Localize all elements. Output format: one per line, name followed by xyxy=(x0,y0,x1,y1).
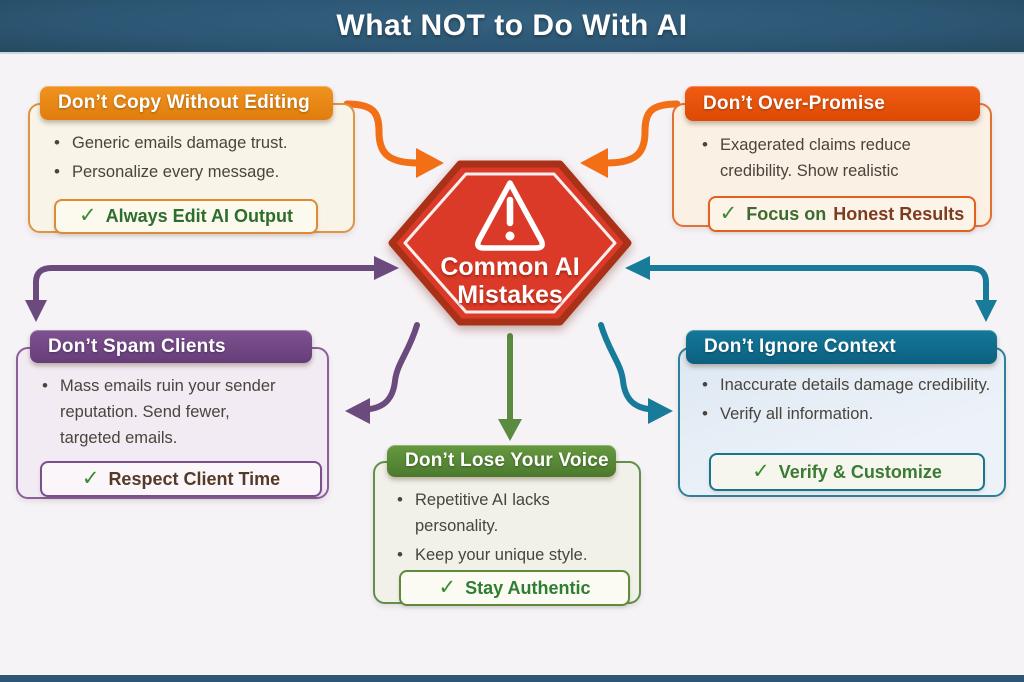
bullet-item: • Keep your unique style. xyxy=(397,542,635,568)
check-icon: ✓ xyxy=(79,204,97,227)
action-label: Stay Authentic xyxy=(465,577,591,598)
bullet-item: • Personalize every message. xyxy=(54,159,345,185)
card-title: Don’t Copy Without Editing xyxy=(58,92,310,113)
action-pill: ✓ Always Edit AI Output xyxy=(54,199,318,234)
check-icon: ✓ xyxy=(752,459,770,483)
check-icon: ✓ xyxy=(81,466,100,490)
arrowhead-spam-down-icon xyxy=(25,300,47,322)
card-header: Don’t Spam Clients xyxy=(30,330,312,363)
hexagon-graphic xyxy=(388,160,632,326)
card-header: Don’t Ignore Context xyxy=(686,330,997,364)
card-body: • Generic emails damage trust. • Personali… xyxy=(28,103,355,234)
warning-triangle-icon xyxy=(475,180,545,251)
bullet-icon: • xyxy=(397,545,403,565)
bullet-text: Inaccurate details damage credibility. xyxy=(720,376,991,394)
center-hexagon: Common AI Mistakes xyxy=(386,156,634,330)
card-body: • Exagerated claims reduce credibility. S… xyxy=(672,103,992,232)
bullet-icon: • xyxy=(397,490,403,509)
bullet-text: Verify all information. xyxy=(720,405,874,424)
bullet-item: • Mass emails ruin your sender reputation… xyxy=(42,373,292,451)
bullet-list: • Repetitive AI lacks personality. • Keep … xyxy=(375,463,639,568)
bullet-icon: • xyxy=(42,376,48,395)
bullet-list: • Exagerated claims reduce credibility. S… xyxy=(674,105,990,184)
action-pill: ✓ Focus on Honest Results xyxy=(708,196,976,232)
card-title: Don’t Ignore Context xyxy=(704,336,896,357)
card-title: Don’t Spam Clients xyxy=(48,335,226,357)
center-label: Common AI Mistakes xyxy=(386,253,634,309)
card-body: • Repetitive AI lacks personality. • Keep … xyxy=(373,461,641,606)
bullet-list: • Mass emails ruin your sender reputation… xyxy=(18,349,327,451)
arrow-copy-to-center xyxy=(343,100,422,167)
title-bar: What NOT to Do With AI xyxy=(0,0,1024,54)
card-title: Don’t Over-Promise xyxy=(703,92,886,114)
bullet-item: • Repetitive AI lacks personality. xyxy=(397,487,587,539)
bullet-text: Exagerated claims reduce credibility. Sh… xyxy=(720,136,911,181)
action-pill: ✓ Respect Client Time xyxy=(40,461,322,497)
bullet-list: •Inaccurate details damage credibility. … xyxy=(680,349,1004,427)
bullet-text: Generic emails damage trust. xyxy=(72,134,288,152)
arrowhead-context-down-icon xyxy=(975,300,997,322)
card-title: Don’t Lose Your Voice xyxy=(405,450,609,471)
page-title: What NOT to Do With AI xyxy=(336,9,688,42)
hexagon-inner-ring xyxy=(403,172,617,314)
action-label: Respect Client Time xyxy=(108,468,281,489)
card-dont-lose-your-voice: • Repetitive AI lacks personality. • Keep … xyxy=(373,445,641,606)
arrow-overpromise-to-center xyxy=(602,100,681,167)
arrow-context-elbow xyxy=(645,265,989,303)
bullet-item: • Verify all information. xyxy=(702,401,1000,427)
action-pill: ✓ Verify & Customize xyxy=(709,453,985,491)
arrowhead-voice-icon xyxy=(498,419,522,441)
card-body: • Mass emails ruin your sender reputation… xyxy=(16,347,329,499)
action-label: Focus on xyxy=(746,203,827,224)
card-dont-over-promise: • Exagerated claims reduce credibility. S… xyxy=(672,86,992,232)
bullet-item: • Inaccurate details damage credibility. xyxy=(702,372,1000,398)
card-dont-spam-clients: • Mass emails ruin your sender reputation… xyxy=(16,330,329,499)
action-pill: ✓ Stay Authentic xyxy=(399,570,630,606)
bullet-icon: • xyxy=(702,404,708,424)
arrowhead-center-spam-icon xyxy=(345,398,370,424)
card-header: Don’t Over-Promise xyxy=(685,86,980,121)
bullet-item: • Generic emails damage trust. xyxy=(54,130,345,156)
arrow-center-to-spam xyxy=(367,322,420,412)
bullet-icon: • xyxy=(702,135,708,154)
bullet-text: Repetitive AI lacks personality. xyxy=(415,491,550,536)
action-label: Verify & Customize xyxy=(778,461,942,482)
card-header: Don’t Copy Without Editing xyxy=(40,86,333,120)
arrowhead-center-context-icon xyxy=(648,398,673,424)
check-icon: ✓ xyxy=(438,575,457,599)
bullet-list: • Generic emails damage trust. • Personali… xyxy=(30,105,353,185)
card-dont-ignore-context: •Inaccurate details damage credibility. … xyxy=(678,330,1006,497)
bullet-icon: • xyxy=(702,375,708,394)
arrow-center-to-context xyxy=(598,322,651,412)
bullet-text: Mass emails ruin your sender reputation.… xyxy=(60,377,276,448)
center-label-line1: Common AI xyxy=(440,253,580,281)
center-label-line2: Mistakes xyxy=(457,281,563,309)
bullet-text: Keep your unique style. xyxy=(415,546,588,565)
card-dont-copy-without-editing: • Generic emails damage trust. • Personali… xyxy=(28,86,355,234)
bullet-text: Personalize every message. xyxy=(72,163,280,182)
check-icon: ✓ xyxy=(719,201,738,225)
card-body: •Inaccurate details damage credibility. … xyxy=(678,347,1006,497)
action-label: Always Edit AI Output xyxy=(105,206,293,226)
action-label-2: Honest Results xyxy=(833,203,965,224)
bullet-icon: • xyxy=(54,133,60,152)
bullet-item: • Exagerated claims reduce credibility. S… xyxy=(702,132,938,184)
bullet-icon: • xyxy=(54,162,60,182)
card-header: Don’t Lose Your Voice xyxy=(387,445,616,477)
arrow-spam-elbow xyxy=(33,265,379,303)
hexagon-shape xyxy=(388,160,632,326)
bottom-bar xyxy=(0,675,1024,682)
